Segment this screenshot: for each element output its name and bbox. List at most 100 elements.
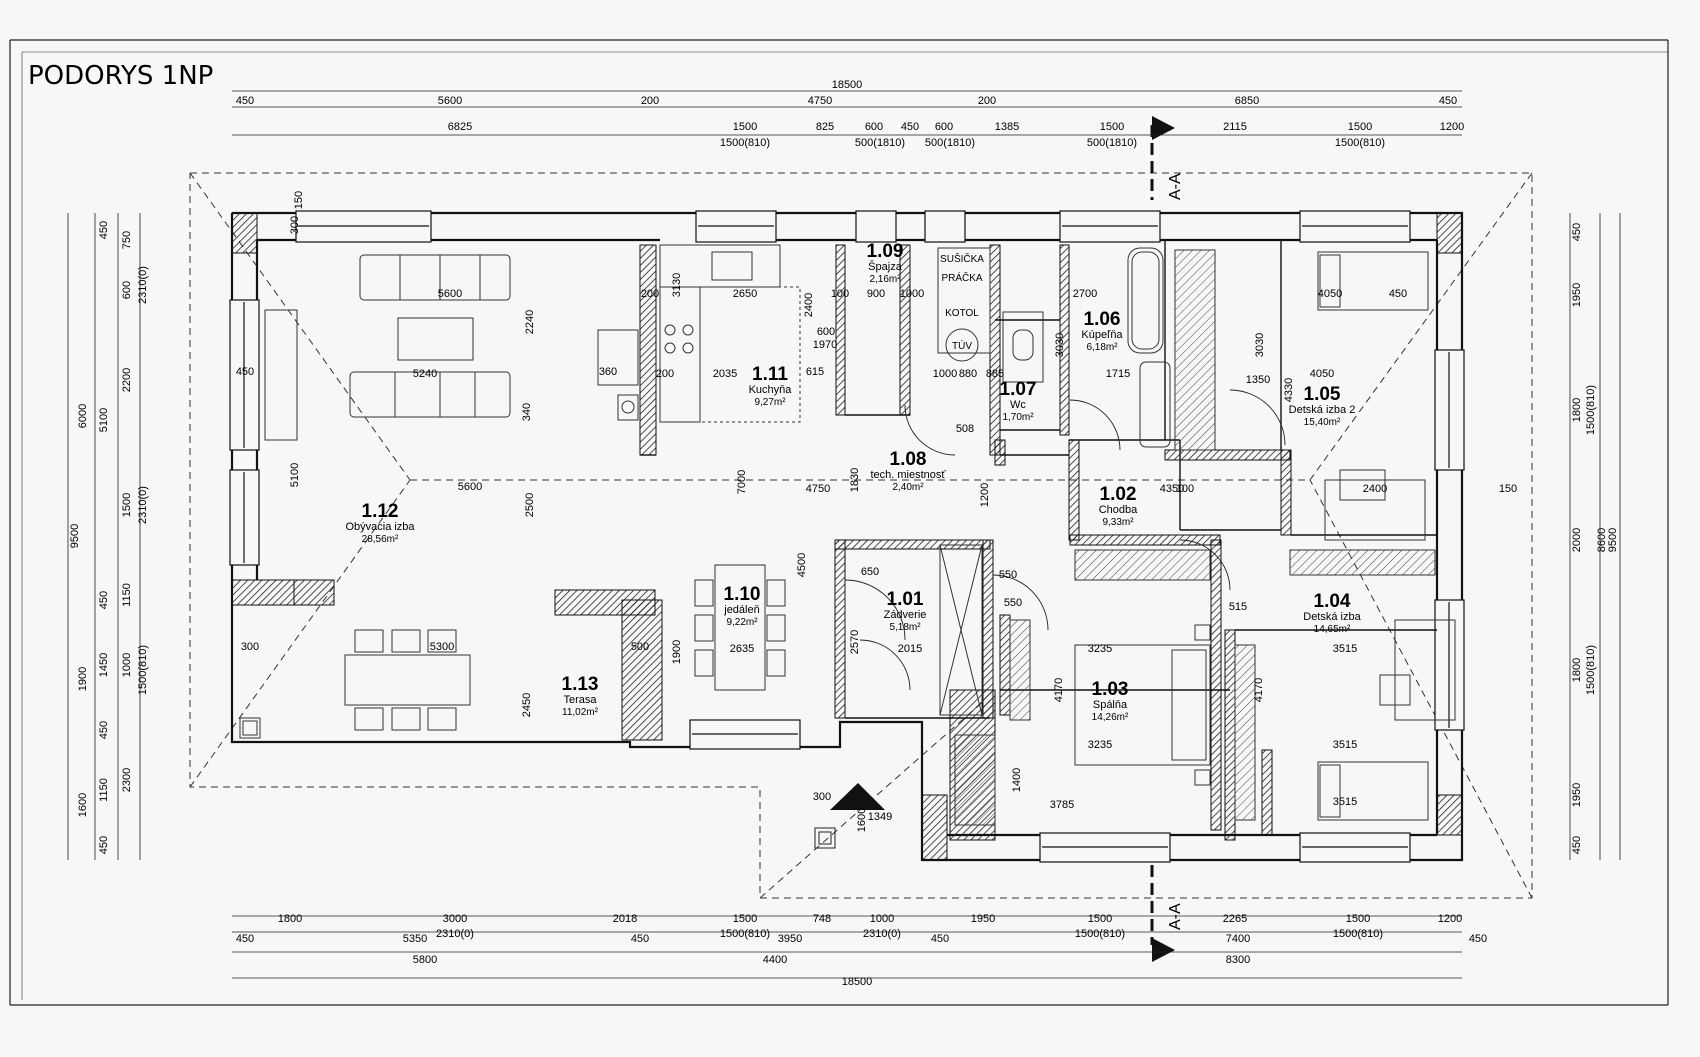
dim-label: 4050	[1310, 368, 1334, 380]
dim-label: 5100	[98, 408, 110, 432]
dim-label: 5100	[289, 463, 301, 487]
dim-label: 1500	[733, 913, 757, 925]
room-area: 28,56m²	[362, 534, 399, 545]
dim-label: 1800	[1571, 398, 1583, 422]
dim-label: 1385	[995, 121, 1019, 133]
room-name: Detská izba 2	[1289, 404, 1356, 416]
dim-label: 750	[121, 231, 133, 249]
room-name: Spálňa	[1093, 699, 1128, 711]
dim-label: 508	[956, 423, 974, 435]
dim-label: 1500	[1346, 913, 1370, 925]
dim-label: 1900	[671, 640, 683, 664]
dim-label: 600	[935, 121, 953, 133]
dim-label: 500(1810)	[855, 137, 905, 149]
dim-label: 2310(0)	[863, 928, 901, 940]
dim-label: 2310(0)	[137, 266, 149, 304]
dim-label: 1500(810)	[720, 928, 770, 940]
dim-label: 1200	[979, 483, 991, 507]
water-heater-label: TÚV	[952, 339, 972, 352]
dim-label: 1000	[121, 653, 133, 677]
dim-label: 450	[236, 933, 254, 945]
dim-label: 3000	[443, 913, 467, 925]
room-number: 1.08	[890, 449, 927, 470]
dim-label: 450	[98, 721, 110, 739]
dim-label: 1500	[121, 493, 133, 517]
dim-label: 2035	[713, 368, 737, 380]
dim-label: 450	[901, 121, 919, 133]
section-cut: A-A A-A	[1150, 116, 1184, 962]
room-number: 1.11	[752, 364, 788, 385]
dim-label: 600	[817, 326, 835, 338]
dim-label: 300	[289, 216, 301, 234]
dim-label: 450	[1571, 223, 1583, 241]
dim-label: 6850	[1235, 95, 1259, 107]
dim-label: 200	[978, 95, 996, 107]
dim-label: 2200	[121, 368, 133, 392]
room-area: 14,26m²	[1092, 712, 1129, 723]
dim-label: 6000	[77, 404, 89, 428]
dim-label: 500	[631, 641, 649, 653]
dim-label: 2700	[1073, 288, 1097, 300]
dim-label: 2310(0)	[137, 486, 149, 524]
dim-label: 900	[867, 288, 885, 300]
dim-label: 4750	[806, 483, 830, 495]
dim-label: 515	[1229, 601, 1247, 613]
washer-label: PRÁČKA	[941, 271, 982, 284]
dim-label: 450	[98, 221, 110, 239]
dim-label: 4050	[1318, 288, 1342, 300]
dim-label: 1500	[1100, 121, 1124, 133]
dim-label: 3030	[1254, 333, 1266, 357]
dimension-lines	[67, 90, 1621, 979]
room-area: 9,27m²	[754, 397, 786, 408]
dim-label: 1715	[1106, 368, 1130, 380]
dim-label: 1200	[1440, 121, 1464, 133]
dim-label: 2310(0)	[436, 928, 474, 940]
dim-label: 4330	[1283, 378, 1295, 402]
dim-label: 6825	[448, 121, 472, 133]
dim-label: 500(1810)	[925, 137, 975, 149]
room-number: 1.09	[867, 241, 904, 262]
room-name: Detská izba	[1303, 611, 1361, 623]
dim-label: 450	[1439, 95, 1457, 107]
dim-label: 5300	[430, 641, 454, 653]
dim-label: 550	[999, 569, 1017, 581]
dim-label: 150	[293, 191, 305, 209]
room-name: Zádverie	[884, 609, 927, 621]
furniture-bath	[937, 247, 1216, 451]
dim-label: 1000	[933, 368, 957, 380]
dim-label: 1450	[98, 653, 110, 677]
dim-label: 450	[98, 591, 110, 609]
dim-label: 1950	[1571, 283, 1583, 307]
room-number: 1.05	[1304, 384, 1341, 405]
dim-label: 200	[656, 368, 674, 380]
room-number: 1.01	[887, 589, 924, 610]
dim-label: 450	[1469, 933, 1487, 945]
room-area: 9,33m²	[1102, 517, 1134, 528]
dim-label: 748	[813, 913, 831, 925]
dim-label: 1500(810)	[1333, 928, 1383, 940]
dim-label: 2018	[613, 913, 637, 925]
dim-label: 1600	[77, 793, 89, 817]
dim-label: 1800	[278, 913, 302, 925]
room-number: 1.10	[724, 584, 761, 605]
dim-label: 5240	[413, 368, 437, 380]
room-area: 5,18m²	[889, 622, 921, 633]
dim-label: 340	[521, 403, 533, 421]
dim-label: 1900	[77, 667, 89, 691]
dim-label: 1150	[121, 583, 133, 607]
dim-label: 600	[121, 281, 133, 299]
room-area: 6,18m²	[1086, 342, 1118, 353]
dim-label: 100	[1176, 483, 1194, 495]
dim-label: 1950	[1571, 783, 1583, 807]
roof-outline	[189, 172, 1533, 899]
dim-label: 2015	[898, 643, 922, 655]
room-name: Obývacia izba	[345, 521, 415, 533]
dim-label: 885	[986, 368, 1004, 380]
dim-label: 1600	[856, 808, 868, 832]
dim-label: 2400	[803, 293, 815, 317]
dim-label: 1830	[849, 468, 861, 492]
dim-overall-left: 9500	[69, 524, 81, 548]
furniture-terrace	[239, 629, 471, 739]
dim-label: 300	[241, 641, 259, 653]
dim-label: 2265	[1223, 913, 1247, 925]
